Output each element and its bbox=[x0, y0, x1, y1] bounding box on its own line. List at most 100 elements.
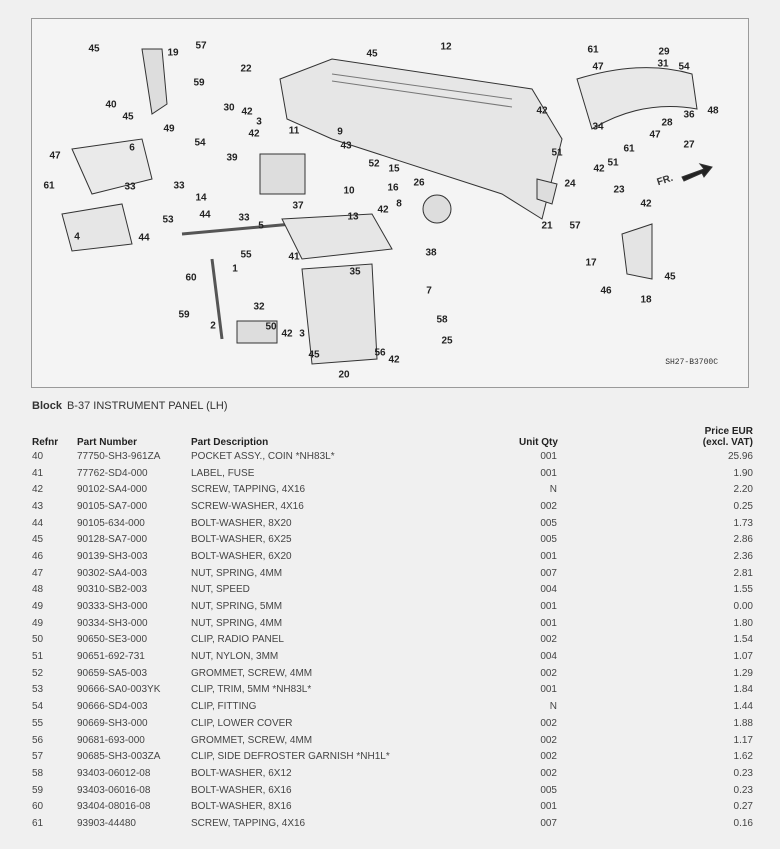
callout-number: 42 bbox=[241, 106, 253, 118]
cell-qty: 004 bbox=[540, 651, 557, 663]
cell-qty: 002 bbox=[540, 717, 557, 729]
cell-refnr: 53 bbox=[32, 684, 44, 696]
callout-number: 45 bbox=[308, 349, 320, 361]
callout-number: 51 bbox=[607, 157, 619, 169]
cell-part-number: 90685-SH3-003ZA bbox=[77, 751, 161, 763]
cell-price: 0.16 bbox=[733, 817, 753, 829]
cell-description: CLIP, FITTING bbox=[191, 701, 257, 713]
cell-refnr: 49 bbox=[32, 601, 44, 613]
callout-number: 42 bbox=[640, 198, 652, 210]
callout-number: 57 bbox=[195, 40, 207, 52]
cell-description: NUT, NYLON, 3MM bbox=[191, 651, 279, 663]
cell-price: 1.54 bbox=[733, 634, 753, 646]
callout-number: 42 bbox=[281, 328, 293, 340]
callout-number: 38 bbox=[425, 247, 437, 259]
cell-description: GROMMET, SCREW, 4MM bbox=[191, 667, 313, 679]
cell-qty: 002 bbox=[540, 751, 557, 763]
cell-description: BOLT-WASHER, 8X20 bbox=[191, 517, 292, 529]
cell-part-number: 90334-SH3-000 bbox=[77, 617, 148, 629]
cell-qty: 005 bbox=[540, 784, 557, 796]
cell-description: NUT, SPRING, 4MM bbox=[191, 617, 283, 629]
cell-refnr: 54 bbox=[32, 701, 44, 713]
callout-number: 60 bbox=[185, 272, 197, 284]
cell-refnr: 55 bbox=[32, 717, 44, 729]
cell-refnr: 48 bbox=[32, 584, 44, 596]
callout-number: 5 bbox=[258, 220, 264, 232]
callout-number: 4 bbox=[74, 231, 80, 243]
cell-price: 1.88 bbox=[733, 717, 753, 729]
cell-refnr: 43 bbox=[32, 500, 44, 512]
cell-description: NUT, SPEED bbox=[191, 584, 250, 596]
dashboard-top-grille bbox=[331, 73, 513, 108]
callout-number: 54 bbox=[194, 137, 206, 149]
cell-qty: 004 bbox=[540, 584, 557, 596]
callout-number: 42 bbox=[536, 105, 548, 117]
callout-number: 36 bbox=[683, 109, 695, 121]
col-description: Part Description bbox=[191, 437, 269, 448]
cell-qty: 001 bbox=[540, 601, 557, 613]
cell-refnr: 61 bbox=[32, 817, 44, 829]
cell-description: SCREW, TAPPING, 4X16 bbox=[191, 817, 306, 829]
cell-description: SCREW-WASHER, 4X16 bbox=[191, 500, 304, 512]
cell-part-number: 93403-06016-08 bbox=[77, 784, 151, 796]
price-header-line2: (excl. VAT) bbox=[702, 437, 753, 448]
cell-price: 0.23 bbox=[733, 784, 753, 796]
cell-part-number: 90666-SA0-003YK bbox=[77, 684, 161, 696]
cell-description: BOLT-WASHER, 6X12 bbox=[191, 767, 292, 779]
callout-number: 17 bbox=[585, 257, 597, 269]
cell-qty: 002 bbox=[540, 734, 557, 746]
vent-center bbox=[259, 153, 306, 195]
fr-arrow bbox=[681, 163, 713, 182]
callout-number: 8 bbox=[396, 198, 402, 210]
cell-refnr: 50 bbox=[32, 634, 44, 646]
cell-part-number: 93403-06012-08 bbox=[77, 767, 151, 779]
cell-description: NUT, SPRING, 5MM bbox=[191, 601, 283, 613]
cell-part-number: 90139-SH3-003 bbox=[77, 550, 148, 562]
callout-number: 2 bbox=[210, 320, 216, 332]
table-header: Refnr Part Number Part Description Unit … bbox=[28, 416, 757, 448]
cell-description: POCKET ASSY., COIN *NH83L* bbox=[191, 450, 335, 462]
callout-number: 55 bbox=[240, 249, 252, 261]
cell-price: 0.00 bbox=[733, 601, 753, 613]
glovebox-lid bbox=[71, 138, 153, 195]
callout-number: 50 bbox=[265, 321, 277, 333]
cell-qty: 001 bbox=[540, 684, 557, 696]
callout-number: 27 bbox=[683, 139, 695, 151]
callout-number: 45 bbox=[366, 48, 378, 60]
cell-price: 2.36 bbox=[733, 550, 753, 562]
cell-part-number: 90650-SE3-000 bbox=[77, 634, 148, 646]
cell-description: NUT, SPRING, 4MM bbox=[191, 567, 283, 579]
center-lower-frame bbox=[301, 263, 378, 365]
cell-price: 0.25 bbox=[733, 500, 753, 512]
callout-number: 1 bbox=[232, 263, 238, 275]
cell-description: BOLT-WASHER, 8X16 bbox=[191, 801, 292, 813]
cell-qty: 002 bbox=[540, 667, 557, 679]
callout-number: 18 bbox=[640, 294, 652, 306]
cell-part-number: 90105-634-000 bbox=[77, 517, 145, 529]
callout-number: 31 bbox=[657, 58, 669, 70]
price-header-line1: Price EUR bbox=[704, 426, 753, 437]
cell-price: 1.17 bbox=[733, 734, 753, 746]
cell-refnr: 44 bbox=[32, 517, 44, 529]
callout-number: 9 bbox=[337, 126, 343, 138]
parts-table: Refnr Part Number Part Description Unit … bbox=[28, 416, 757, 832]
cell-price: 1.29 bbox=[733, 667, 753, 679]
vent-38 bbox=[422, 194, 452, 224]
callout-number: 34 bbox=[592, 121, 604, 133]
cell-refnr: 45 bbox=[32, 534, 44, 546]
cell-part-number: 90651-692-731 bbox=[77, 651, 145, 663]
